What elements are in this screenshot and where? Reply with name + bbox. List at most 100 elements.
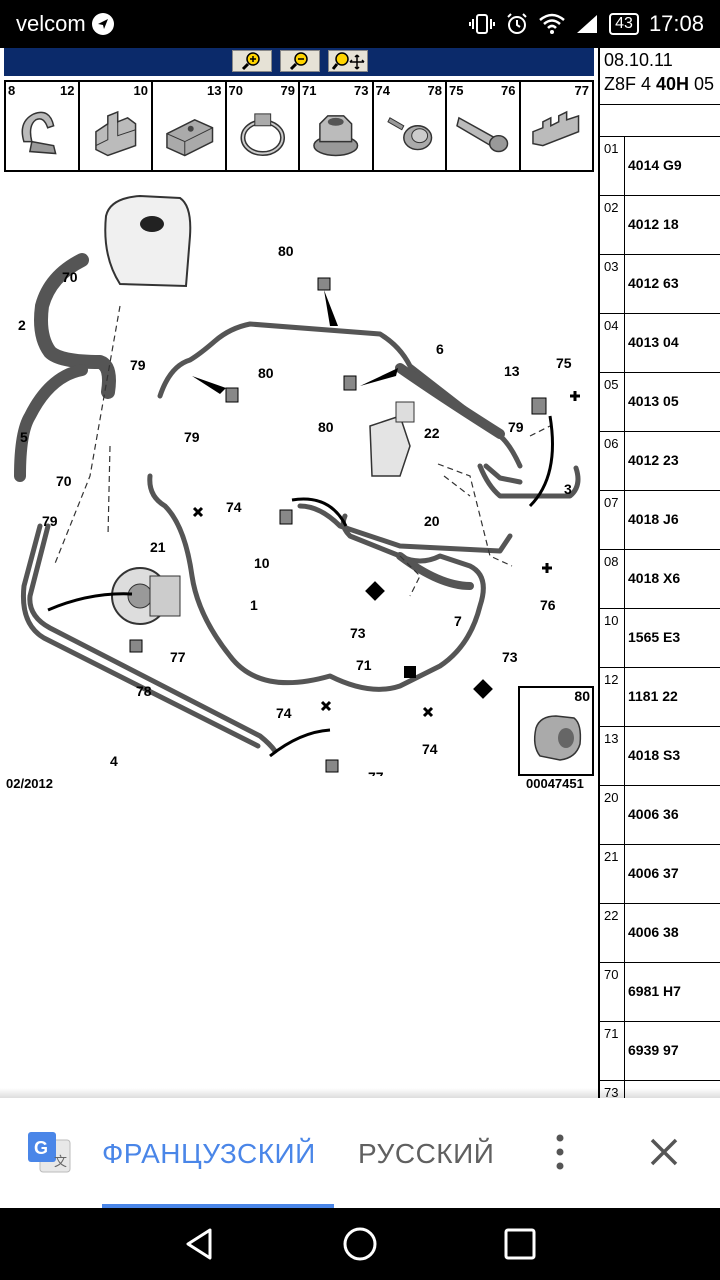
row-divider (624, 314, 625, 372)
target-language-tab[interactable]: РУССКИЙ (358, 1138, 495, 1169)
translate-bar: G 文 ФРАНЦУЗСКИЙ РУССКИЙ (0, 1098, 720, 1208)
part-reference-code[interactable]: 4013 05 (628, 393, 679, 409)
part-reference-code[interactable]: 4012 18 (628, 216, 679, 232)
zoom-move-button[interactable] (328, 50, 368, 72)
parts-diagram-viewer[interactable]: 8 12 10 13 70 79 71 73 74 78 75 (0, 48, 598, 1098)
row-divider (624, 1081, 625, 1098)
source-language-tab[interactable]: ФРАНЦУЗСКИЙ (102, 1138, 316, 1169)
part-reference-code[interactable]: 6939 97 (628, 1042, 679, 1058)
reference-row[interactable]: 06 4012 23 (600, 431, 720, 490)
part-cell[interactable]: 8 12 (6, 82, 80, 170)
callout-label: 79 (42, 513, 58, 529)
status-icons: 43 17:08 (469, 11, 704, 37)
reference-row[interactable]: 07 4018 J6 (600, 490, 720, 549)
part-cell[interactable]: 74 78 (374, 82, 447, 170)
row-index: 10 (604, 613, 619, 628)
callout-label: 80 (258, 365, 274, 381)
reference-row[interactable]: 13 4018 S3 (600, 726, 720, 785)
panel-divider (600, 104, 720, 105)
part-reference-code[interactable]: 4006 37 (628, 865, 679, 881)
row-index: 06 (604, 436, 619, 451)
row-index: 02 (604, 200, 619, 215)
part-reference-code[interactable]: 4012 23 (628, 452, 679, 468)
rubber-grommet-icon (533, 715, 582, 761)
part-reference-code[interactable]: 4018 X6 (628, 570, 681, 586)
callout-label: 74 (276, 705, 292, 721)
callout-label: 20 (424, 513, 440, 529)
row-divider (624, 491, 625, 549)
row-divider (624, 786, 625, 844)
recents-button[interactable] (500, 1224, 540, 1264)
row-index: 07 (604, 495, 619, 510)
callout-label: 70 (56, 473, 72, 489)
carrier: velcom (16, 11, 114, 37)
back-button[interactable] (180, 1224, 220, 1264)
reference-row[interactable]: 10 1565 E3 (600, 608, 720, 667)
row-divider (624, 137, 625, 195)
part-cell[interactable]: 70 79 (227, 82, 300, 170)
home-button[interactable] (340, 1224, 380, 1264)
alarm-icon (507, 13, 527, 34)
row-divider (624, 668, 625, 726)
reference-row[interactable]: 08 4018 X6 (600, 549, 720, 608)
callout-label: 80 (278, 243, 294, 259)
pipe-clip-icon (21, 111, 57, 155)
part-reference-code[interactable]: 4018 J6 (628, 511, 679, 527)
part-reference-code[interactable]: 4014 G9 (628, 157, 682, 173)
more-options-button[interactable] (548, 1132, 572, 1172)
callout-label: 22 (424, 425, 440, 441)
inset-label: 80 (574, 688, 590, 704)
part-reference-code[interactable]: 4006 36 (628, 806, 679, 822)
part-cell[interactable]: 71 73 (300, 82, 374, 170)
row-index: 13 (604, 731, 619, 746)
diagram-reference: 00047451 (526, 776, 584, 791)
close-translate-button[interactable] (646, 1134, 682, 1170)
reference-row[interactable]: 20 4006 36 (600, 785, 720, 844)
part-cell[interactable]: 13 (153, 82, 227, 170)
translate-shadow (0, 1088, 720, 1098)
part-reference-code[interactable]: 1565 E3 (628, 629, 681, 645)
reference-row[interactable]: 02 4012 18 (600, 195, 720, 254)
callout-label: 77 (170, 649, 186, 665)
reference-row[interactable]: 71 6939 97 (600, 1021, 720, 1080)
callout-label: 74 (226, 499, 242, 515)
location-arrow-icon (91, 13, 114, 35)
zoom-in-button[interactable] (232, 50, 272, 72)
row-divider (624, 727, 625, 785)
part-reference-code[interactable]: 4018 S3 (628, 747, 681, 763)
part-reference-code[interactable]: 4013 04 (628, 334, 679, 350)
row-index: 08 (604, 554, 619, 569)
callout-label: 10 (254, 555, 270, 571)
part-reference-code[interactable]: 4012 63 (628, 275, 679, 291)
callout-label: 70 (62, 269, 78, 285)
part-cell[interactable]: 75 76 (447, 82, 521, 170)
part-reference-code[interactable]: 4006 38 (628, 924, 679, 940)
svg-text:文: 文 (54, 1155, 67, 1170)
steering-hydraulic-diagram: 80 70 2 79 80 6 13 75 5 80 79 79 22 70 3… (14, 194, 581, 776)
row-divider (624, 373, 625, 431)
part-cell[interactable]: 77 (521, 82, 593, 170)
part-reference-code[interactable]: 6981 H7 (628, 983, 681, 999)
row-index: 22 (604, 908, 619, 923)
back-icon (186, 1228, 212, 1260)
part-cell[interactable]: 10 (80, 82, 153, 170)
part-reference-code[interactable]: 1181 22 (628, 688, 678, 704)
callout-label: 77 (368, 769, 384, 776)
callout-label: 4 (110, 753, 118, 769)
reference-row[interactable]: 22 4006 38 (600, 903, 720, 962)
callout-label: 73 (502, 649, 518, 665)
multi-pipe-clip-icon (531, 110, 579, 147)
row-index: 71 (604, 1026, 619, 1041)
callout-label: 76 (540, 597, 556, 613)
row-index: 20 (604, 790, 619, 805)
reference-row[interactable]: 73 (600, 1080, 720, 1098)
zoom-out-button[interactable] (280, 50, 320, 72)
